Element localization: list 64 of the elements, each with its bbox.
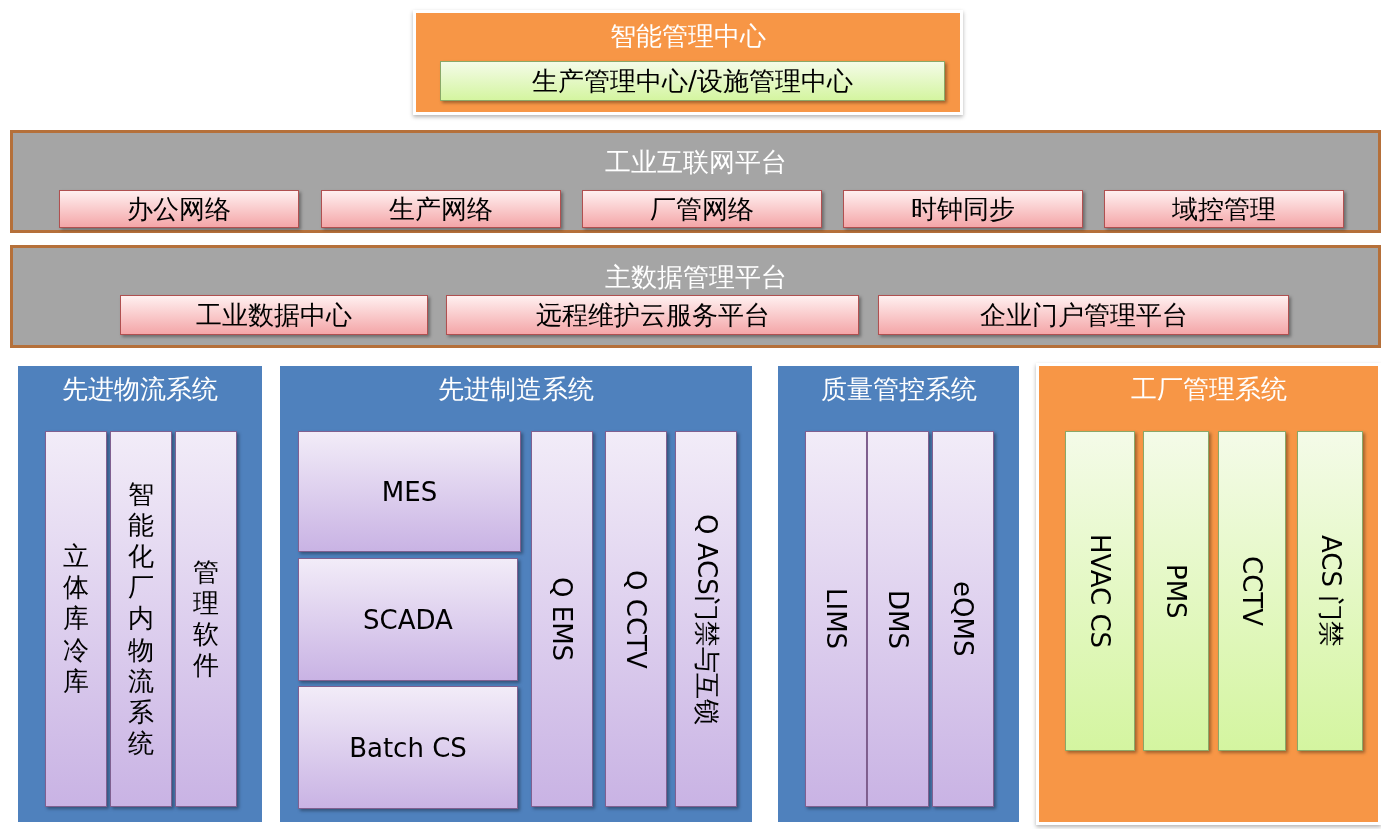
module-block [1218, 431, 1286, 751]
module-block [1065, 431, 1135, 751]
module-label: 办公网络 [127, 192, 231, 226]
platform-band [10, 130, 1381, 233]
module-label: HVAC CS [1085, 533, 1115, 649]
module-label: PMS [1161, 563, 1191, 619]
module-label: MES [381, 476, 438, 507]
module-label: ACS 门禁 [1314, 534, 1347, 648]
module-block [605, 431, 667, 807]
module-block [440, 61, 945, 101]
panel-title: 主数据管理平台 [603, 261, 788, 294]
panel-title: 工厂管理系统 [1129, 373, 1288, 406]
module-label: 企业门户管理平台 [979, 298, 1188, 332]
module-block [878, 295, 1289, 335]
module-label: 生产管理中心/设施管理中心 [532, 64, 853, 98]
module-label: 管理软件 [192, 556, 220, 682]
module-label: 工业数据中心 [196, 298, 352, 332]
module-label: Q ACS门禁与互锁 [690, 513, 723, 725]
module-label: SCADA [363, 604, 453, 635]
panel-title: 工业互联网平台 [603, 146, 788, 179]
module-block [175, 431, 237, 807]
module-block [1297, 431, 1363, 751]
module-label: 生产网络 [389, 192, 493, 226]
module-label: Batch CS [349, 732, 467, 763]
panel-title: 先进制造系统 [437, 373, 595, 406]
module-block [932, 431, 994, 807]
module-block [120, 295, 428, 335]
module-block [59, 190, 299, 228]
module-label: 远程维护云服务平台 [535, 298, 770, 332]
panel-title: 质量管控系统 [819, 373, 978, 406]
module-label: Q EMS [547, 576, 577, 662]
module-block [321, 190, 561, 228]
system-panel [277, 363, 755, 825]
module-label: 厂管网络 [650, 192, 754, 226]
module-block [582, 190, 822, 228]
module-block [298, 558, 518, 681]
module-block [446, 295, 859, 335]
module-label: Q CCTV [621, 569, 651, 669]
platform-band [10, 245, 1381, 348]
panel-title: 智能管理中心 [609, 20, 767, 53]
module-block [1143, 431, 1209, 751]
module-block [45, 431, 107, 807]
system-panel [15, 363, 265, 825]
system-panel [413, 10, 963, 115]
module-block [805, 431, 867, 807]
system-panel [1036, 363, 1381, 825]
module-block [675, 431, 737, 807]
module-block [110, 431, 172, 807]
module-label: CCTV [1237, 556, 1267, 626]
module-label: 时钟同步 [911, 192, 1015, 226]
module-label: 立体库冷库 [62, 541, 90, 697]
panel-title: 先进物流系统 [61, 373, 219, 406]
module-label: DMS [883, 589, 913, 649]
module-block [298, 686, 518, 809]
system-panel [775, 363, 1022, 825]
module-block [531, 431, 593, 807]
module-label: 智能化厂内物流系统 [127, 478, 155, 760]
module-block [1104, 190, 1344, 228]
module-block [843, 190, 1083, 228]
module-label: 域控管理 [1172, 192, 1276, 226]
module-block [298, 431, 521, 552]
module-label: LIMS [821, 588, 851, 650]
module-block [867, 431, 929, 807]
module-label: eQMS [948, 581, 978, 657]
